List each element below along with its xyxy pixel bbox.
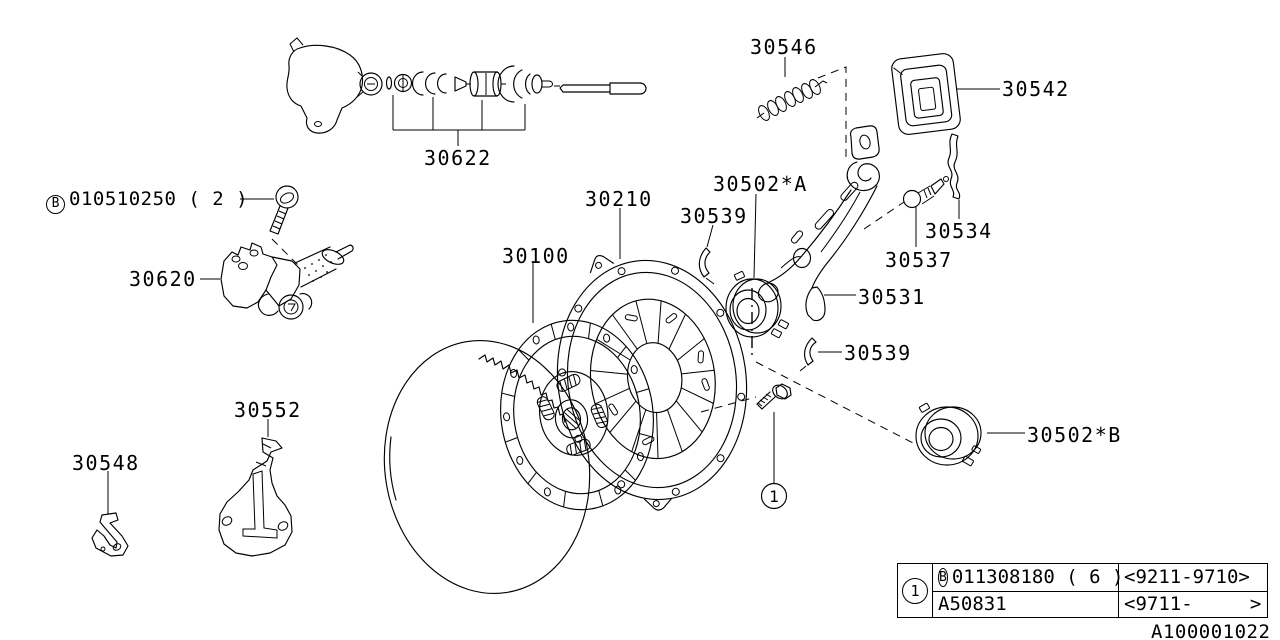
part-label-30548: 30548 [72, 451, 140, 475]
slave-cylinder-kit-drawing [286, 37, 647, 146]
clip-30539-lower-drawing [799, 337, 817, 372]
release-fork-drawing [757, 125, 880, 322]
table-row-part: A50831 [932, 590, 1118, 617]
release-bearing-b-drawing [915, 402, 982, 467]
operating-cylinder-drawing [220, 242, 354, 320]
pivot-ball-drawing [902, 176, 949, 209]
clip-30539-upper-drawing [698, 247, 715, 285]
part-label-30622: 30622 [424, 146, 492, 170]
part-label-30539-upper: 30539 [680, 204, 748, 228]
stipple-dots [304, 254, 332, 282]
spring-drawing [756, 79, 828, 121]
part-label-30552: 30552 [234, 398, 302, 422]
part-label-30534: 30534 [925, 219, 993, 243]
flange-bolt-drawing [756, 383, 792, 410]
part-label-30539-lower: 30539 [844, 341, 912, 365]
boot-drawing [891, 53, 961, 135]
flywheel-drawing [383, 339, 591, 595]
part-label-30502b: 30502*B [1027, 423, 1122, 447]
part-label-30100: 30100 [502, 244, 570, 268]
part-label-30542: 30542 [1002, 77, 1070, 101]
damper-spring [556, 373, 581, 392]
leader-lines [107, 57, 1025, 514]
callout-1-number: 1 [769, 487, 779, 506]
circled-b-icon: B [46, 194, 65, 214]
dashed-reference-lines [271, 66, 918, 446]
callout-1-circle: 1 [760, 482, 788, 510]
bracket-30548-drawing [91, 512, 129, 557]
table-callout-cell: 1 [898, 564, 932, 617]
circled-1-icon: 1 [902, 577, 928, 604]
part-label-30502a: 30502*A [713, 172, 808, 196]
clip-30534-drawing [947, 133, 961, 200]
circled-b-icon: B [938, 567, 948, 587]
table-row-range: <9211-9710> [1118, 564, 1267, 591]
clutch-cover-drawing [556, 254, 748, 511]
part-label-30546: 30546 [750, 35, 818, 59]
bracket-30552-drawing [218, 437, 293, 557]
part-label-30210: 30210 [585, 187, 653, 211]
part-label-30531: 30531 [858, 285, 926, 309]
bolt-b-drawing [269, 185, 299, 235]
part-label-30620: 30620 [129, 267, 197, 291]
table-row-range: <9711- > [1118, 590, 1267, 617]
part-label-30537: 30537 [885, 248, 953, 272]
release-bearing-a-drawing [725, 270, 789, 339]
damper-spring [536, 396, 555, 421]
diagram-code: A100001022 [1151, 621, 1271, 640]
